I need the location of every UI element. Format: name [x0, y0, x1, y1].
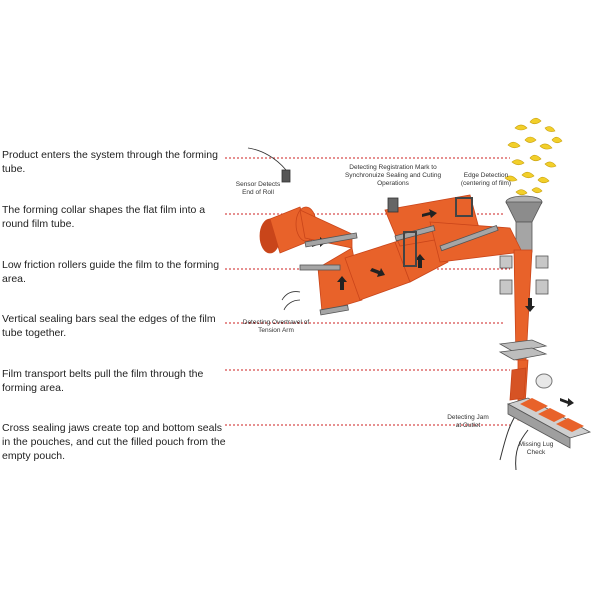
collar-guide-icon	[403, 231, 417, 267]
jam-sensor	[499, 373, 553, 471]
forming-funnel	[505, 195, 543, 253]
callout-jam-outlet: Detecting Jam at Outlet	[447, 414, 489, 429]
outlet-conveyor	[506, 397, 592, 449]
vertical-sealing-bars	[499, 255, 549, 295]
edge-sensor-icon	[455, 197, 473, 217]
end-of-roll-sensor-icon	[281, 169, 291, 183]
callout-overtravel: Detecting Overtravel of Tension Arm	[242, 319, 310, 334]
callout-edge-detection: Edge Detection (centering of film)	[460, 172, 512, 187]
step-forming-collar: The forming collar shapes the flat film …	[2, 204, 206, 230]
cross-sealing-jaws	[498, 339, 548, 361]
registration-sensor-icon	[387, 197, 399, 213]
step-cross-sealing-jaws: Cross sealing jaws create top and bottom…	[2, 422, 226, 462]
step-vertical-sealing-bars: Vertical sealing bars seal the edges of …	[2, 313, 216, 339]
product-pieces	[504, 117, 563, 196]
callout-sensor-end-of-roll: Sensor Detects End of Roll	[235, 181, 281, 196]
step-product-enters: Product enters the system through the fo…	[2, 149, 218, 175]
step-low-friction-rollers: Low friction rollers guide the film to t…	[2, 259, 220, 285]
step-film-transport-belts: Film transport belts pull the film throu…	[2, 368, 204, 394]
callout-registration-mark: Detecting Registration Mark to Synchronu…	[344, 164, 442, 187]
callout-missing-lug-check: Missing Lug Check	[518, 441, 554, 456]
sensors	[247, 147, 473, 311]
